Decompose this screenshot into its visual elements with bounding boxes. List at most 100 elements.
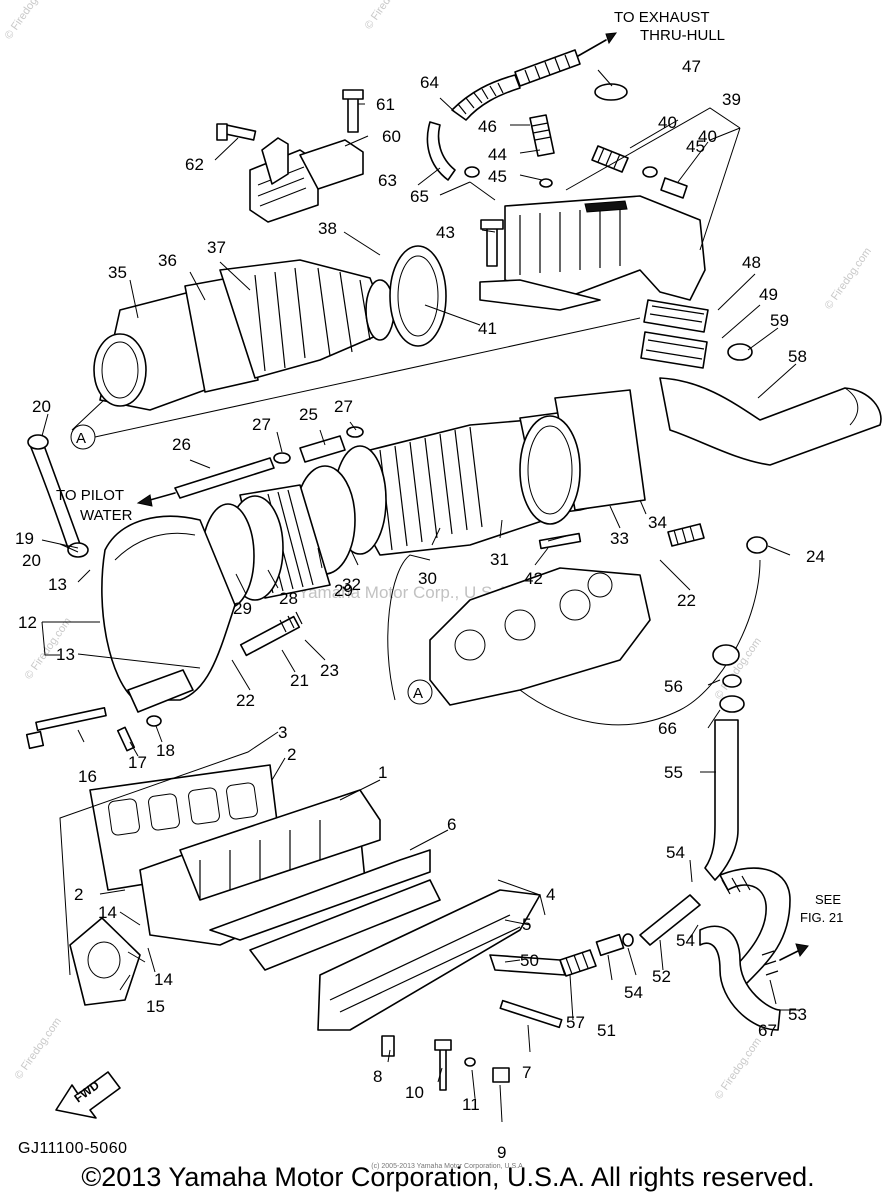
callout-number: 63 [378,171,397,190]
center-watermark: Yamaha Motor Corp., U.S.A. [298,583,513,602]
callout-number: 37 [207,238,226,257]
callout-number: 42 [524,569,543,588]
exhaust-manifold-1 [69,764,541,1031]
callout-number: 35 [108,263,127,282]
callout-number: 20 [32,397,51,416]
callout-number: 20 [22,551,41,570]
callout-number: 22 [677,591,696,610]
callout-number: 15 [146,997,165,1016]
callout-number: 48 [742,253,761,272]
exhaust-note-line2: THRU-HULL [640,27,725,44]
see-fig-line2: FIG. 21 [800,910,843,925]
callout-number: 51 [597,1021,616,1040]
watermark: © Firedog.com [823,246,874,312]
callout-number: 2 [74,885,83,904]
callout-number: 45 [686,137,705,156]
callout-number: 40 [698,127,717,146]
text-annotations: TO EXHAUST THRU-HULL TO PILOT WATER SEE … [56,9,843,925]
pilot-note-line1: TO PILOT [56,487,124,504]
callout-number: 9 [497,1143,506,1162]
callout-number: 5 [522,915,531,934]
callout-number: 41 [478,319,497,338]
callout-number: 62 [185,155,204,174]
callout-number: 52 [652,967,671,986]
circle-ref-a: A [76,430,86,447]
callout-number: 16 [78,767,97,786]
callout-number: 29 [233,599,252,618]
callout-number: 18 [156,741,175,760]
joint-hose-58 [640,299,882,466]
callout-number: 28 [279,589,298,608]
callout-number: 6 [447,815,456,834]
callout-number: 24 [806,547,825,566]
callout-number: 46 [478,117,497,136]
callout-number: 27 [334,397,353,416]
callout-number: 36 [158,251,177,270]
callout-number: 53 [788,1005,807,1024]
watermark: © Firedog.com [13,1016,64,1082]
callout-number: 60 [382,127,401,146]
callout-number: 29 [334,581,353,600]
callout-number: 61 [376,95,395,114]
watermark: © Firedog.com [3,0,54,42]
pilot-water-line [136,426,364,507]
callout-number: 56 [664,677,683,696]
callout-number: 10 [405,1083,424,1102]
circle-ref-markers: A A [70,317,641,705]
upper-muffler-39 [479,195,706,311]
callout-number: 44 [488,145,507,164]
copyright-notice: ©2013 Yamaha Motor Corporation, U.S.A. A… [81,1162,815,1192]
callout-number: 59 [770,311,789,330]
callout-number: 54 [666,843,685,862]
callout-number: 65 [410,187,429,206]
callout-number: 66 [658,719,677,738]
callout-number: 67 [758,1021,777,1040]
callout-number: 3 [278,723,287,742]
callout-number: 40 [658,113,677,132]
callout-number: 1 [378,763,387,782]
callout-number: 13 [56,645,75,664]
callout-number: 21 [290,671,309,690]
callout-number: 26 [172,435,191,454]
callout-number: 14 [98,903,117,922]
callout-number: 19 [15,529,34,548]
see-fig-line1: SEE [815,892,841,907]
exhaust-chamber-35 [93,245,447,411]
callout-number: 47 [682,57,701,76]
callout-number: 22 [236,691,255,710]
callout-leaders [41,69,800,1123]
callout-number: 45 [488,167,507,186]
callout-number: 8 [373,1067,382,1086]
fwd-arrow: FWD [55,1071,121,1119]
callout-number: 64 [420,73,439,92]
bolts-lower [381,999,563,1091]
callout-number: 11 [462,1095,480,1114]
callout-number: 55 [664,763,683,782]
callout-number: 30 [418,569,437,588]
callout-number: 31 [490,550,509,569]
engine-head-outline [387,523,768,726]
small-credit-text: (c) 2005-2013 Yamaha Motor Corporation, … [371,1163,525,1170]
exhaust-elbow-12 [27,434,303,713]
callout-number: 13 [48,575,67,594]
callout-number: 25 [299,405,318,424]
callout-number: 39 [722,90,741,109]
callout-number: 34 [648,513,667,532]
callout-number: 17 [128,753,147,772]
cooling-hoses [489,644,809,1031]
callout-number: 23 [320,661,339,680]
callout-number: 50 [520,951,539,970]
exhaust-note-line1: TO EXHAUST [614,9,710,26]
callout-number: 7 [522,1063,531,1082]
bolts-lower-left [25,707,162,752]
callout-number: 12 [18,613,37,632]
callout-number: 54 [624,983,643,1002]
callout-number: 2 [287,745,296,764]
pilot-note-line2: WATER [80,507,133,524]
callout-number: 27 [252,415,271,434]
callout-number: 49 [759,285,778,304]
diagram-reference-code: GJ11100-5060 [18,1140,128,1157]
exhaust-hose-assembly [426,32,688,199]
mount-bracket [216,89,364,223]
